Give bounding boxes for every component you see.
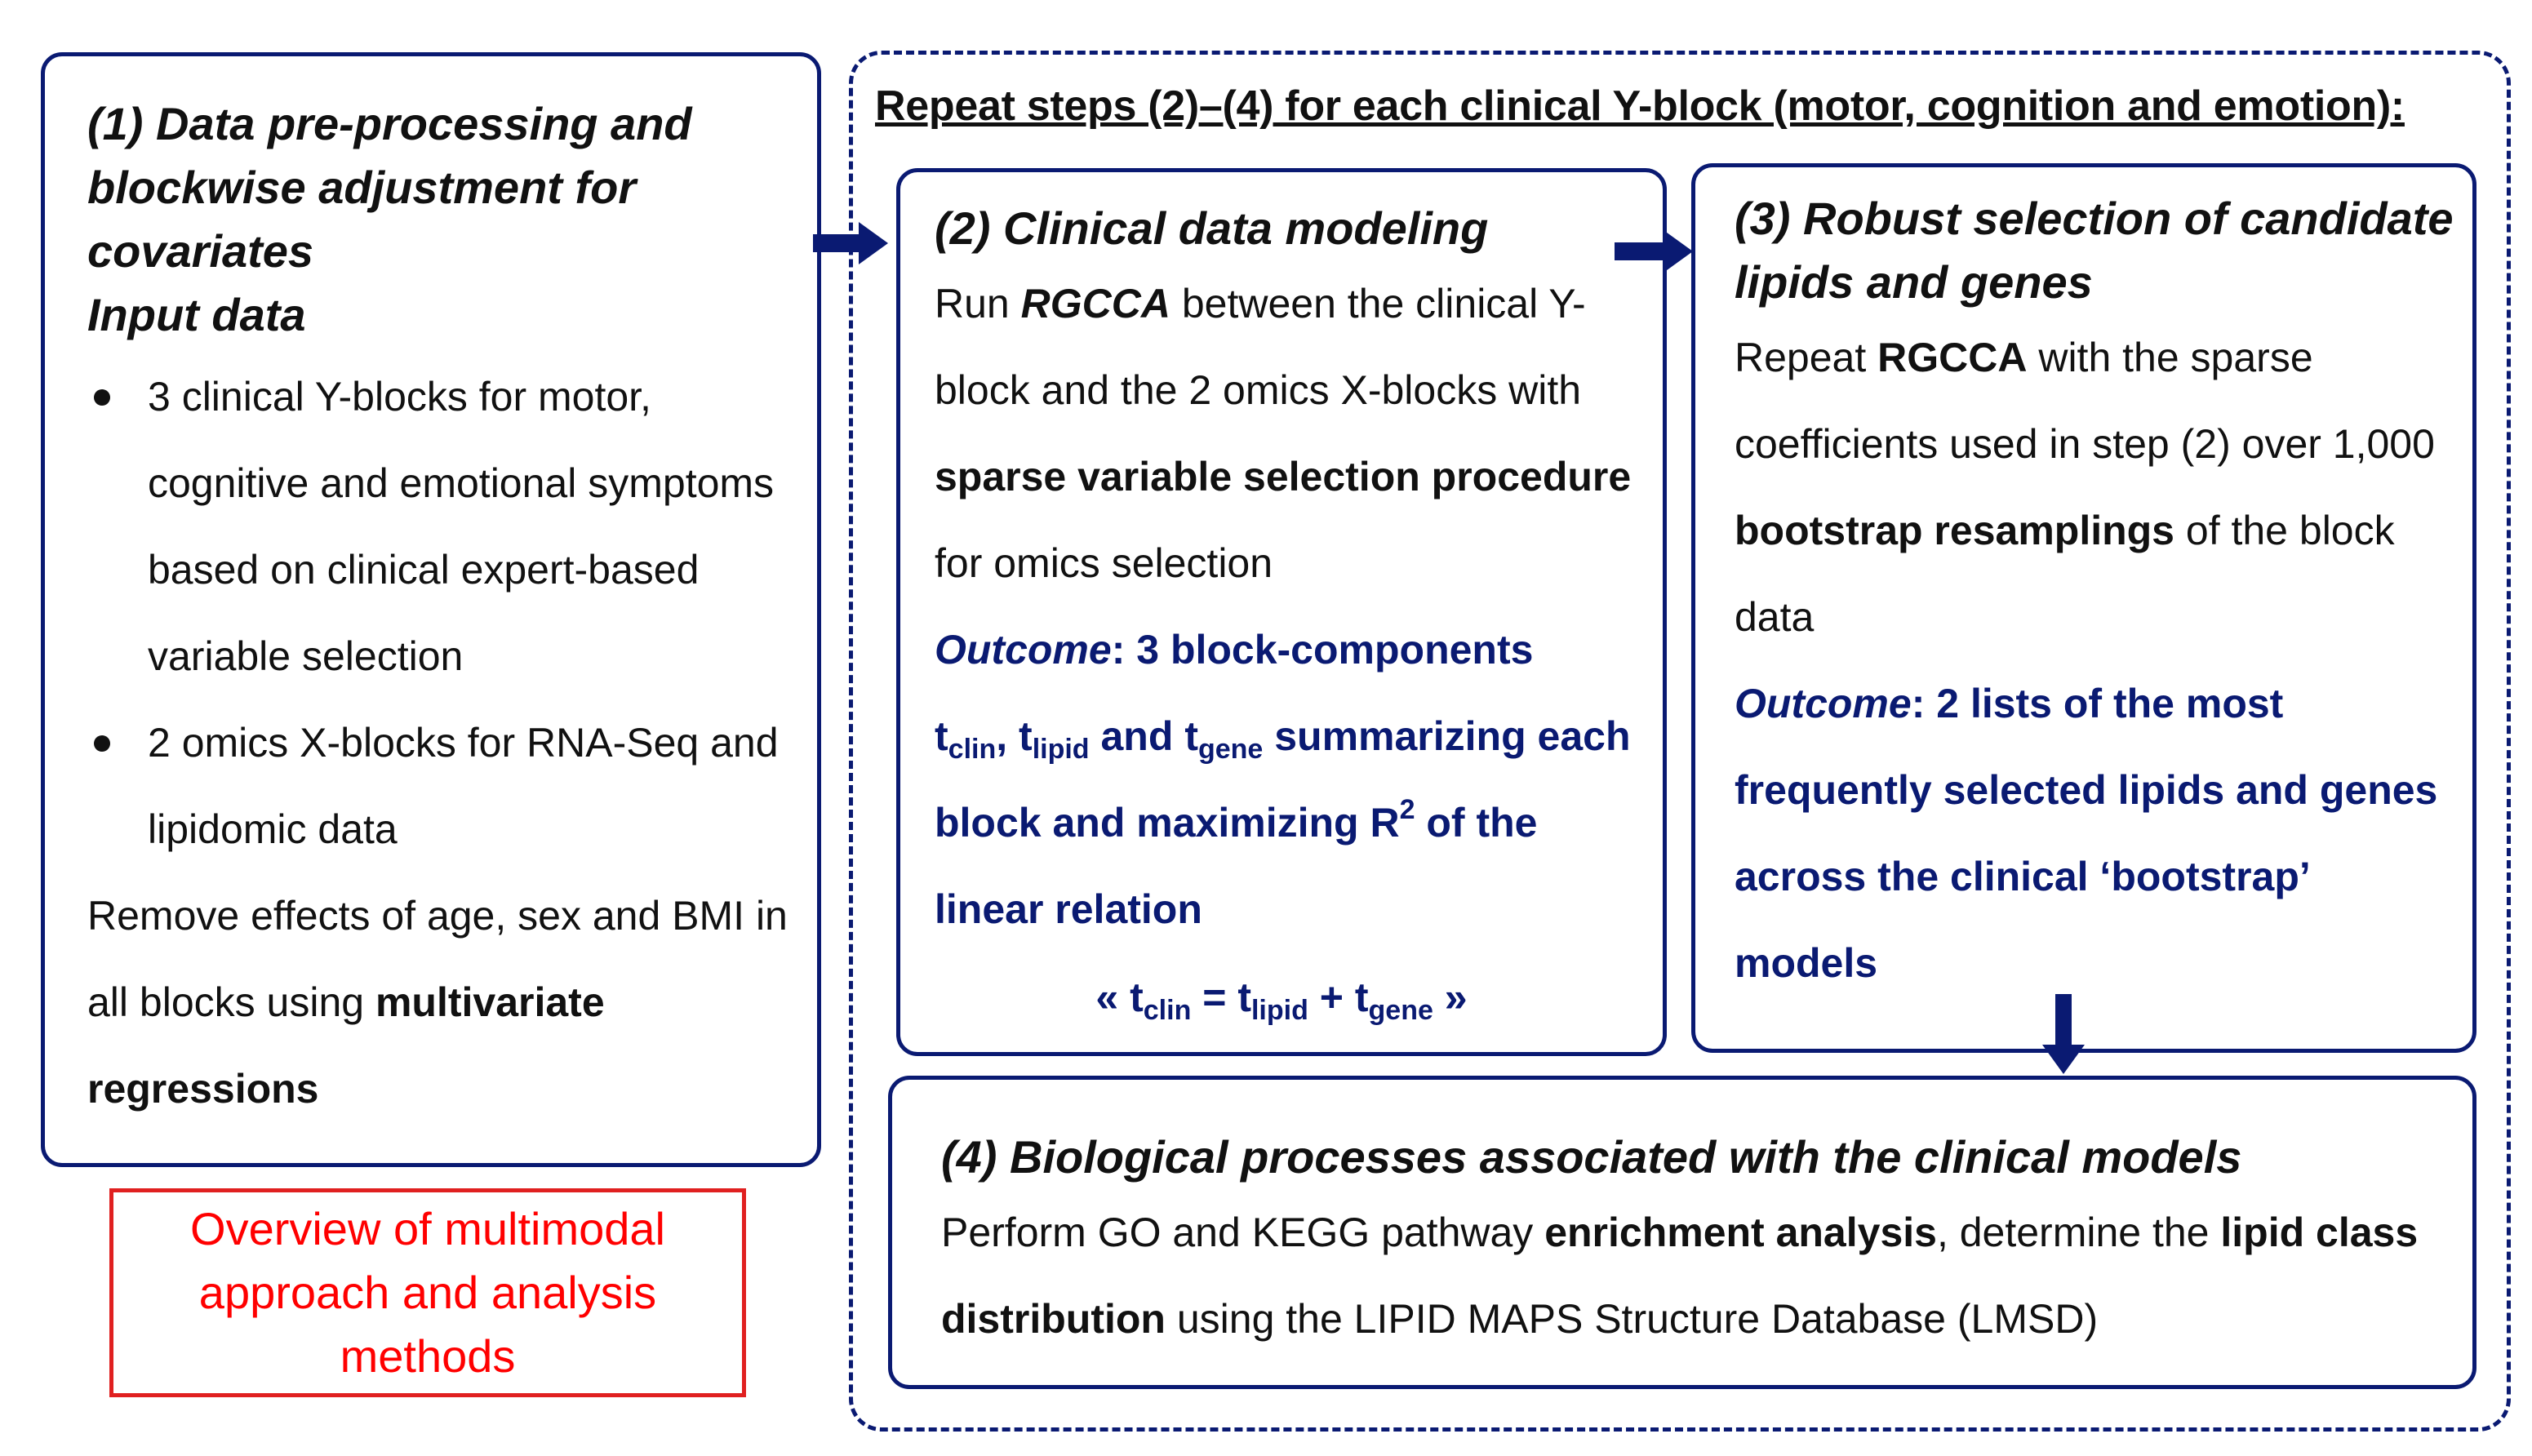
step1-bullet-omics: 2 omics X-blocks for RNA-Seq and lipidom… xyxy=(87,699,799,872)
enrichment-analysis-term: enrichment analysis xyxy=(1544,1210,1937,1255)
step2-description: Run RGCCA between the clinical Y-block a… xyxy=(935,281,1632,586)
bootstrap-resamplings-term: bootstrap resamplings xyxy=(1735,508,2174,553)
step1-bullet-list: 3 clinical Y-blocks for motor, cognitive… xyxy=(87,353,799,872)
repeat-steps-container xyxy=(849,51,2511,1432)
step2-formula: « tclin = tlipid + tgene » xyxy=(1095,974,1468,1026)
step1-bullet-clinical: 3 clinical Y-blocks for motor, cognitive… xyxy=(87,353,799,699)
overview-label: Overview of multimodal approach and anal… xyxy=(190,1203,665,1382)
rgcca-term: RGCCA xyxy=(1020,281,1170,326)
step2-outcome: Outcome: 3 block-components tclin, tlipi… xyxy=(935,627,1631,932)
step3-title: (3) Robust selection of candidate lipids… xyxy=(1735,193,2454,308)
step1-box: (1) Data pre-processing and blockwise ad… xyxy=(41,52,821,1167)
overview-label-box: Overview of multimodal approach and anal… xyxy=(109,1188,746,1397)
step2-title: (2) Clinical data modeling xyxy=(935,202,1489,254)
step1-remove-text: Remove effects of age, sex and BMI in al… xyxy=(87,893,788,1112)
lipid-class-distribution-term: lipid class distribution xyxy=(941,1210,2419,1342)
arrow-step2-to-step3 xyxy=(1615,230,1693,273)
step4-description: Perform GO and KEGG pathway enrichment a… xyxy=(941,1210,2419,1342)
sparse-selection-term: sparse variable selection procedure xyxy=(935,454,1632,499)
step2-box: (2) Clinical data modeling Run RGCCA bet… xyxy=(896,168,1667,1056)
rgcca-repeat-term: RGCCA xyxy=(1877,335,2028,380)
step3-description: Repeat RGCCA with the sparse coefficient… xyxy=(1735,335,2435,640)
step3-box: (3) Robust selection of candidate lipids… xyxy=(1691,163,2476,1053)
arrow-step3-to-step4 xyxy=(2042,994,2085,1074)
arrow-step1-to-step2 xyxy=(813,222,888,264)
repeat-steps-header: Repeat steps (2)–(4) for each clinical Y… xyxy=(875,82,2405,130)
step3-outcome: Outcome: 2 lists of the most frequently … xyxy=(1735,681,2438,986)
step4-box: (4) Biological processes associated with… xyxy=(888,1076,2476,1389)
multivariate-regressions-term: multivariate regressions xyxy=(87,979,605,1112)
step1-subtitle: Input data xyxy=(87,289,306,340)
step4-title: (4) Biological processes associated with… xyxy=(941,1131,2242,1183)
step1-title: (1) Data pre-processing and blockwise ad… xyxy=(87,98,692,277)
